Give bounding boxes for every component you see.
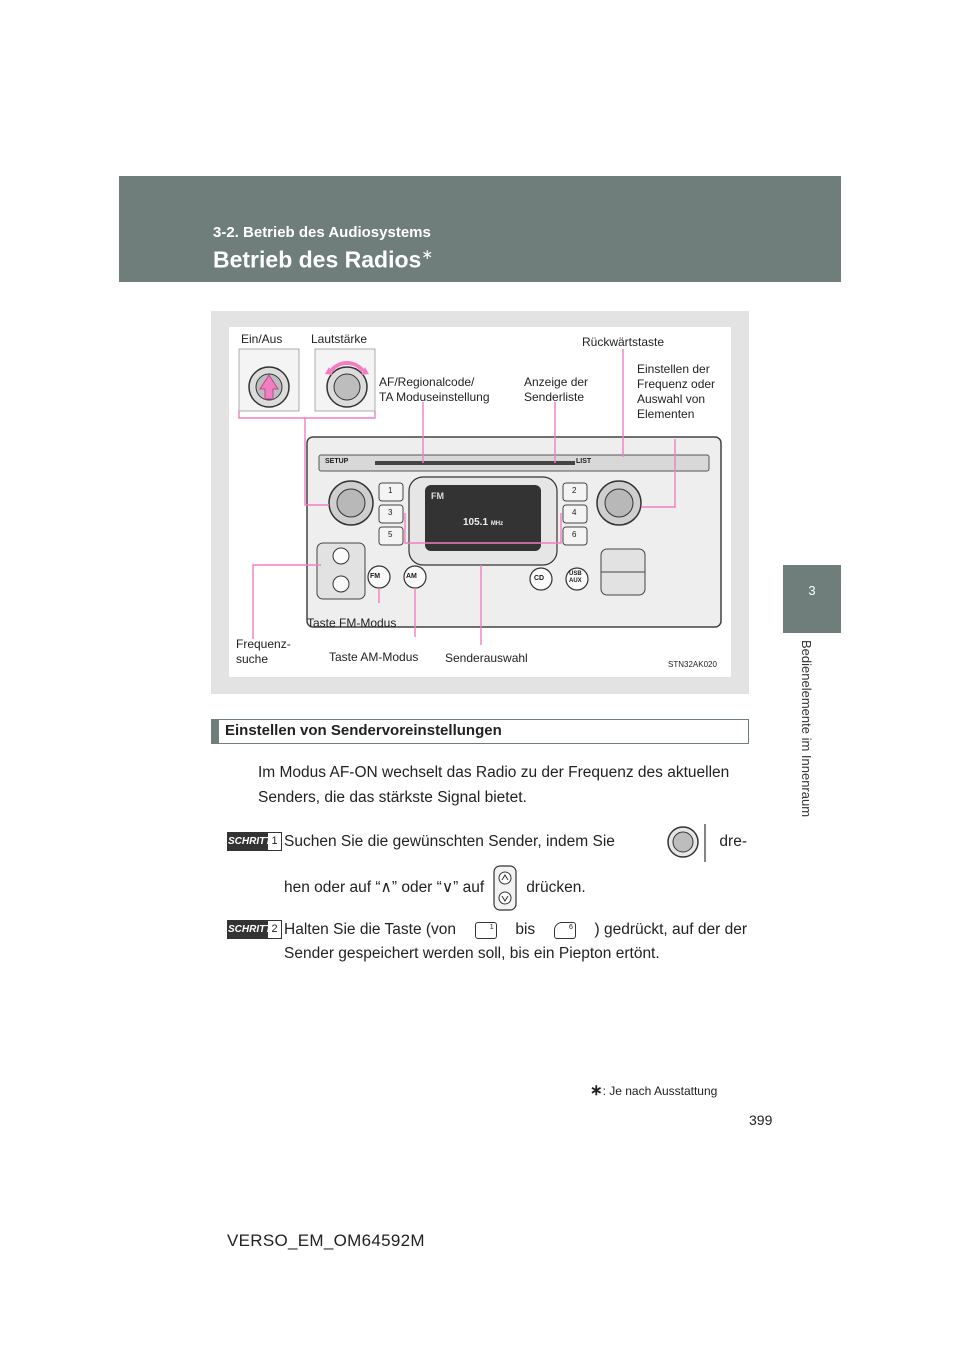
step-badge-number: 1 (271, 835, 278, 847)
step-1-text: Suchen Sie die gewünschten Sender, indem… (284, 824, 747, 911)
preset-button-6-icon: 6 (553, 921, 576, 939)
step-1-text-d: drücken. (526, 879, 586, 896)
step-1-text-a: Suchen Sie die gewünschten Sender, indem… (284, 833, 615, 850)
callout-list-line1: Anzeige der (524, 375, 589, 389)
preset-1: 1 (388, 486, 393, 495)
chapter-number: 3 (808, 583, 816, 598)
preset-3: 3 (388, 508, 393, 517)
callout-af-line1: AF/Regionalcode/ (379, 375, 475, 389)
intro-paragraph: Im Modus AF-ON wechselt das Radio zu der… (258, 764, 730, 806)
preset-4: 4 (572, 508, 577, 517)
setup-button: SETUP (325, 458, 349, 465)
callout-seek-line2: suche (236, 652, 269, 666)
callout-preset: Senderauswahl (445, 651, 528, 665)
step-badge-1: SCHRITT 1 (227, 832, 282, 851)
callout-af-line2: TA Moduseinstellung (379, 390, 490, 404)
callout-back: Rückwärtstaste (582, 335, 665, 349)
cd-button: CD (534, 575, 545, 582)
callout-tune-line3: Auswahl von (637, 392, 706, 406)
am-button: AM (406, 573, 417, 580)
callout-volume: Lautstärke (311, 332, 368, 346)
callout-tune-line2: Frequenz oder (637, 377, 716, 391)
step-badge-2: SCHRITT 2 (227, 920, 282, 939)
footnote-text: : Je nach Ausstattung (602, 1084, 718, 1098)
page-title: Betrieb des Radios∗ (213, 246, 433, 274)
volume-knob-inset (314, 348, 376, 412)
preset-2: 2 (572, 486, 577, 495)
radio-illustration (238, 348, 722, 645)
list-button: LIST (576, 458, 592, 465)
callout-list-line2: Senderliste (524, 390, 585, 404)
aux-label: AUX (569, 578, 582, 584)
page-title-text: Betrieb des Radios (213, 246, 422, 273)
fm-button: FM (370, 573, 381, 580)
display-band: FM (431, 491, 444, 501)
step-1-text-c: hen oder auf “∧” oder “∨” auf (284, 879, 485, 896)
preset-5: 5 (388, 530, 393, 539)
footnote-mark: ∗ (421, 246, 434, 262)
callout-am-mode: Taste AM-Modus (329, 650, 419, 664)
callout-lines (238, 349, 676, 645)
chapter-title: Bedienelemente im Innenraum (799, 640, 814, 818)
step-badge-word: SCHRITT (228, 921, 271, 938)
section-label: 3-2. Betrieb des Audiosystems (213, 224, 431, 241)
preset-6: 6 (572, 530, 577, 539)
seek-button-icon (493, 865, 517, 911)
tune-knob-icon (667, 824, 707, 862)
radio-head-unit (306, 436, 722, 628)
callout-seek-line1: Frequenz- (236, 637, 291, 651)
usb-label: USB (569, 571, 582, 577)
footnote-asterisk: ∗ (590, 1082, 603, 1099)
step-badge-number: 2 (271, 923, 278, 935)
callout-seek: Frequenz-suche (236, 637, 291, 667)
step-2-text-a: Halten Sie die Taste (von (284, 921, 457, 938)
subsection-title: Einstellen von Sendervoreinstellungen (225, 722, 502, 739)
callout-fm-mode: Taste FM-Modus (307, 616, 397, 630)
step-2-text-c: ) gedrückt, auf der der (594, 921, 748, 938)
figure-code: STN32AK020 (668, 660, 717, 669)
callout-tune-line1: Einstellen der (637, 362, 710, 376)
step-2-text: Halten Sie die Taste (von 1 bis 6 ) gedr… (284, 918, 747, 966)
document-code: VERSO_EM_OM64592M (227, 1231, 425, 1250)
frequency-unit: MHz (490, 521, 504, 527)
subsection-heading: Einstellen von Sendervoreinstellungen (211, 719, 749, 744)
frequency-value: 105.1 (463, 517, 489, 528)
footnote: ∗: Je nach Ausstattung (590, 1081, 717, 1099)
step-2-text-d: Sender gespeichert werden soll, bis ein … (284, 945, 660, 962)
callout-power: Ein/Aus (241, 332, 283, 346)
step-1-text-b: dre- (719, 833, 747, 850)
page-header: 3-2. Betrieb des Audiosystems Betrieb de… (119, 176, 841, 282)
page-number: 399 (749, 1112, 773, 1128)
step-2-text-b: bis (515, 921, 536, 938)
callout-af: AF/Regionalcode/TA Moduseinstellung (379, 375, 490, 405)
power-knob-inset (238, 348, 300, 412)
preset-button-1-icon: 1 (474, 921, 497, 939)
chapter-tab[interactable]: 3 (783, 565, 841, 633)
step-badge-word: SCHRITT (228, 833, 271, 850)
callout-tune-line4: Elementen (637, 407, 695, 421)
display-frequency: 105.1 MHz (463, 517, 503, 528)
